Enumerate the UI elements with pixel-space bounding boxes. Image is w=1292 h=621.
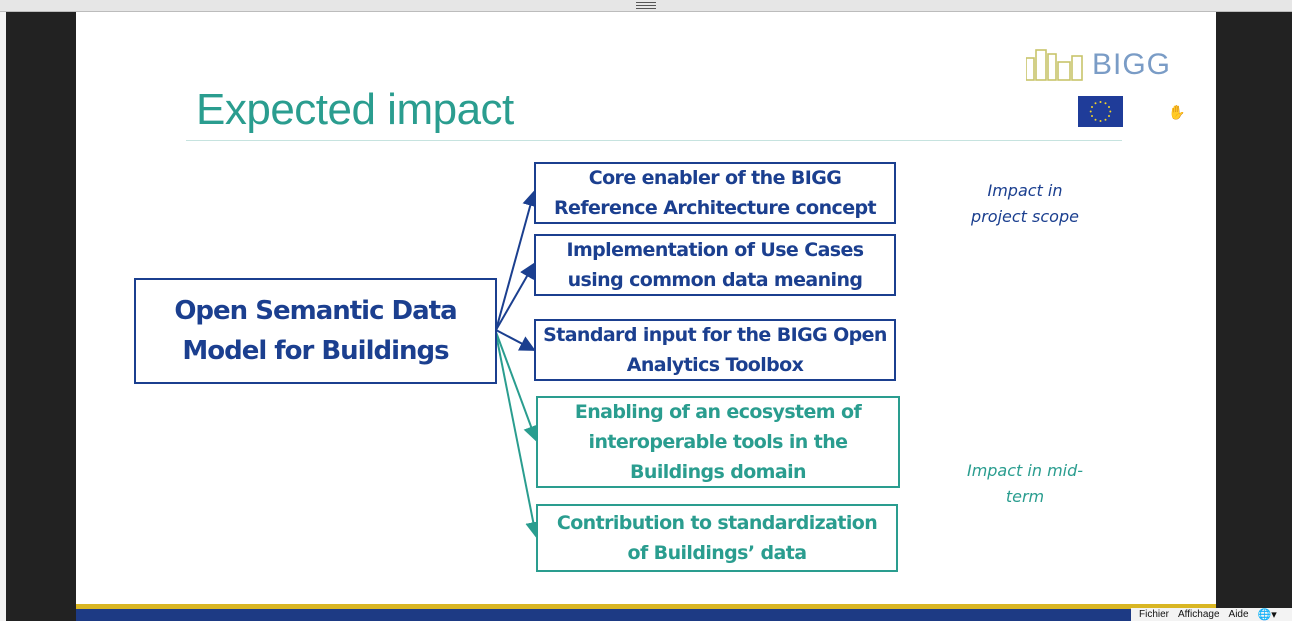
- outcome-box-ecosystem: Enabling of an ecosystem of interoperabl…: [536, 396, 900, 488]
- viewer-menu-bar: Fichier Affichage Aide 🌐▾: [1131, 608, 1292, 621]
- footer-gold-band: [76, 604, 1216, 609]
- outcome-box-use-cases: Implementation of Use Cases using common…: [534, 234, 896, 296]
- label-mid-term: Impact in mid-term: [966, 461, 1084, 506]
- arrow-to-use-cases: [495, 262, 535, 331]
- central-box: Open Semantic Data Model for Buildings: [134, 278, 497, 384]
- outcome-box-core-enabler: Core enabler of the BIGG Reference Archi…: [534, 162, 896, 224]
- menu-help[interactable]: Aide: [1228, 609, 1249, 620]
- logo-text: BIGG: [1092, 48, 1172, 81]
- outcome-text: Enabling of an ecosystem of interoperabl…: [574, 401, 862, 483]
- menu-file[interactable]: Fichier: [1139, 609, 1170, 620]
- title-divider: [186, 140, 1122, 141]
- viewer-top-bar: [0, 0, 1292, 12]
- outcome-box-standardization: Contribution to standardization of Build…: [536, 504, 898, 572]
- outcome-box-standard-input: Standard input for the BIGG Open Analyti…: [534, 319, 896, 381]
- outcome-text: Core enabler of the BIGG Reference Archi…: [554, 167, 877, 219]
- presentation-slide: Expected impact BIGG ✋: [76, 12, 1216, 621]
- outcome-text: Implementation of Use Cases using common…: [566, 239, 864, 291]
- bigg-logo-icon: [1026, 49, 1083, 81]
- viewer-left-edge: [0, 12, 6, 621]
- outcome-text: Standard input for the BIGG Open Analyti…: [543, 324, 887, 376]
- arrow-to-standardization: [495, 333, 542, 538]
- footer-navy-band: [76, 609, 1216, 621]
- outcome-text: Contribution to standardization of Build…: [556, 512, 878, 564]
- globe-icon[interactable]: 🌐▾: [1257, 609, 1277, 621]
- slide-title: Expected impact: [196, 85, 514, 134]
- central-box-text: Open Semantic Data Model for Buildings: [174, 296, 457, 366]
- menu-view[interactable]: Affichage: [1178, 609, 1220, 620]
- arrow-to-ecosystem: [495, 331, 539, 442]
- eu-flag-icon: [1078, 96, 1123, 127]
- arrow-to-core-enabler: [495, 190, 538, 331]
- drag-handle-icon[interactable]: [636, 2, 656, 9]
- hand-cursor-icon: ✋: [1168, 104, 1186, 120]
- arrow-to-standard-input: [495, 329, 536, 351]
- connector-arrows: [495, 190, 542, 538]
- label-project-scope: Impact in project scope: [971, 181, 1079, 226]
